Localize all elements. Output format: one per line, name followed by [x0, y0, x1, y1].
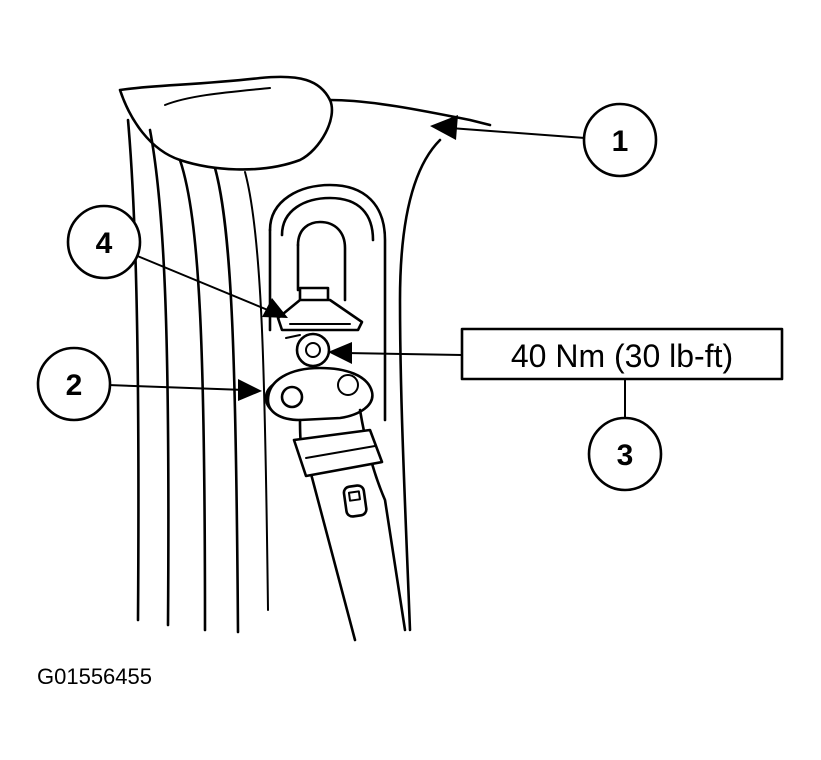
- callout-2: 2: [36, 346, 112, 422]
- pillar-trim-panel: [118, 75, 492, 634]
- callout-3-label: 3: [617, 439, 634, 472]
- torque-spec-box: 40 Nm (30 lb-ft): [460, 327, 784, 381]
- leader-lines: [107, 115, 626, 421]
- callout-1: 1: [582, 102, 658, 178]
- callout-1-label: 1: [612, 125, 629, 158]
- anchor-bolt-assembly: [276, 286, 364, 368]
- figure-id: G01556455: [37, 664, 152, 689]
- callout-4: 4: [66, 204, 142, 280]
- torque-spec-label: 40 Nm (30 lb-ft): [511, 338, 733, 374]
- callout-4-label: 4: [96, 227, 113, 260]
- callout-2-label: 2: [66, 369, 83, 402]
- seatbelt-webbing: [264, 366, 407, 642]
- callout-3: 3: [587, 416, 663, 492]
